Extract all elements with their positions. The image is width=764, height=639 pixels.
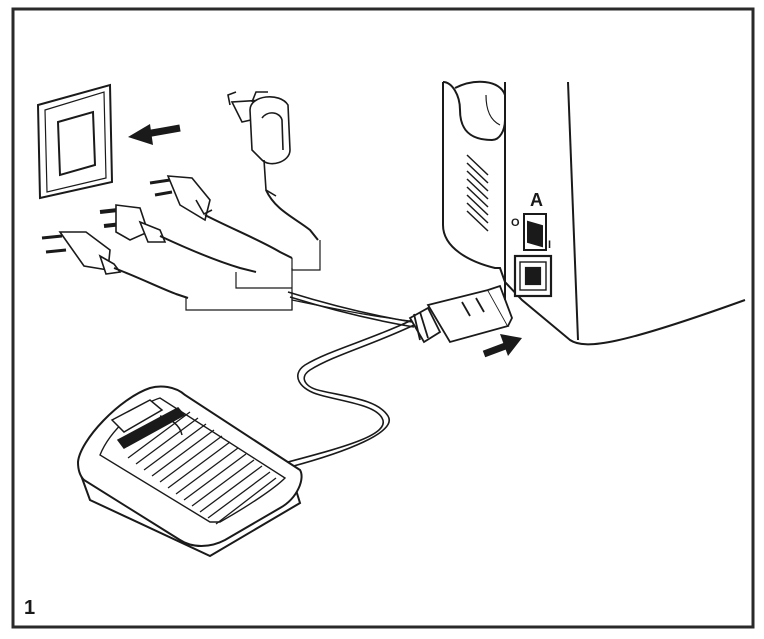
us-adapter-plug-icon bbox=[99, 204, 257, 273]
arrow-to-machine-icon bbox=[482, 334, 522, 358]
switch-off-mark: O bbox=[511, 217, 520, 229]
euro-adapter-plug-icon bbox=[149, 175, 293, 259]
machine-connector-plug-icon bbox=[408, 284, 513, 344]
callout-label-a: A bbox=[530, 190, 543, 210]
figure-number: 1 bbox=[24, 597, 35, 619]
machine-power-socket-icon bbox=[513, 254, 553, 298]
wall-outlet-icon bbox=[36, 83, 114, 200]
machine-vent-grille bbox=[466, 154, 489, 232]
uk-adapter-plug-icon bbox=[227, 91, 319, 241]
switch-on-mark: I bbox=[548, 239, 551, 251]
arrow-to-outlet-icon bbox=[128, 124, 181, 145]
pedal-cable bbox=[287, 319, 415, 468]
foot-pedal-grip-lines bbox=[127, 411, 277, 525]
two-pin-plug-icon bbox=[41, 231, 189, 299]
foot-pedal-hinge bbox=[110, 399, 186, 449]
power-switch-icon bbox=[523, 213, 547, 251]
